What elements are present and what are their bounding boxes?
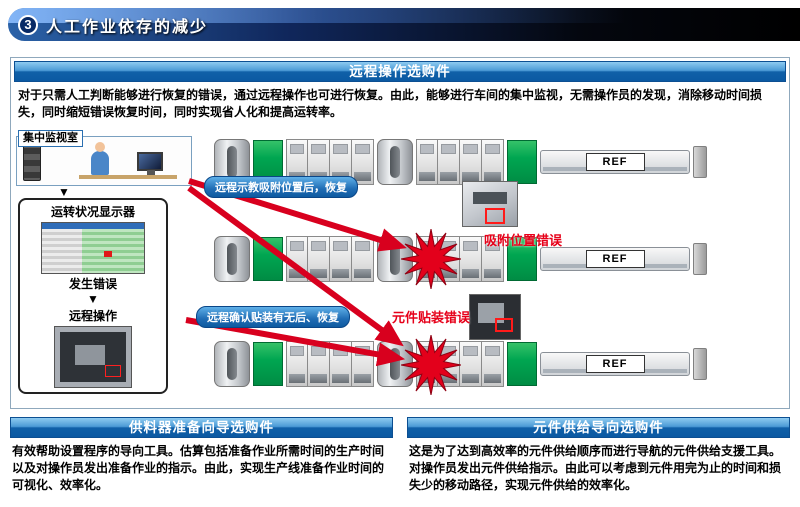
operator-figure-icon: [91, 141, 109, 175]
machine-module: [482, 235, 504, 282]
ref-conveyor: REF: [540, 149, 690, 174]
section-number-badge: 3: [18, 14, 38, 35]
machine-module: [352, 235, 374, 282]
remote-operation-screenshot-thumbnail: [54, 325, 132, 388]
green-machine-unit: [507, 341, 537, 386]
machine-module: [352, 138, 374, 185]
monitor-room-label: 集中监视室: [18, 129, 83, 147]
machine-module: [330, 235, 352, 282]
line-endcap: [693, 242, 707, 275]
machine-module: [416, 138, 438, 185]
machine-module-group: [286, 138, 374, 185]
mount-error-photo: [469, 293, 521, 340]
ref-conveyor: REF: [540, 246, 690, 271]
machine-module: [460, 138, 482, 185]
status-screenshot-thumbnail: [41, 221, 145, 274]
line-endcap: [693, 145, 707, 178]
remote-section-text: 对于只需人工判断能够进行恢复的错误，通过远程操作也可进行恢复。由此，能够进行车间…: [18, 88, 763, 120]
page-header: 3 人工作业依存的减少: [8, 8, 800, 41]
error-starburst: [401, 334, 461, 395]
remote-operation-label: 远程操作: [68, 308, 117, 323]
ref-label: REF: [585, 249, 645, 268]
machine-module: [308, 235, 330, 282]
desk-icon: [79, 174, 177, 179]
machine-module: [438, 138, 460, 185]
feeder-section-header: 供料器准备向导选购件: [10, 417, 393, 438]
ref-conveyor: REF: [540, 351, 690, 376]
error-occurred-label: 发生错误: [68, 276, 117, 291]
machine-module: [286, 235, 308, 282]
page-title: 人工作业依存的减少: [46, 18, 209, 36]
ref-label: REF: [585, 152, 645, 171]
machine-module: [482, 138, 504, 185]
machine-module-group: [286, 340, 374, 387]
monitoring-room-illustration: [16, 135, 192, 186]
green-machine-unit: [507, 236, 537, 281]
down-arrow-icon: ▼: [58, 184, 70, 199]
loader-unit: [214, 235, 250, 282]
supply-section-text: 这是为了达到高效率的元件供给顺序而进行导航的元件供给支援工具。对操作员发出元件供…: [409, 444, 782, 493]
machine-module: [460, 340, 482, 387]
machine-module: [308, 340, 330, 387]
green-machine-unit: [253, 341, 283, 386]
remote-operation-section: 远程操作选购件 对于只需人工判断能够进行恢复的错误，通过远程操作也可进行恢复。由…: [10, 57, 790, 409]
server-tower-icon: [23, 140, 41, 181]
machine-module-group: [286, 235, 374, 282]
mount-error-label: 元件贴装错误: [392, 309, 471, 325]
loader-unit: [214, 340, 250, 387]
pickup-error-photo: [462, 180, 518, 227]
callout-mount-recovery: 远程确认贴装有无后、恢复: [196, 305, 350, 328]
status-display-box: 运转状况显示器 发生错误 ▼ 远程操作: [18, 197, 168, 394]
callout-pickup-recovery: 远程示教吸附位置后，恢复: [204, 175, 358, 198]
bottom-sections: 供料器准备向导选购件 有效帮助设置程序的导向工具。估算包括准备作业所需时间的生产…: [10, 417, 790, 494]
remote-section-header: 远程操作选购件: [14, 61, 786, 82]
feeder-section-text: 有效帮助设置程序的导向工具。估算包括准备作业所需时间的生产时间以及对操作员发出准…: [12, 444, 385, 493]
pickup-error-label: 吸附位置错误: [484, 232, 563, 248]
machine-module-group: [416, 138, 504, 185]
green-machine-unit: [253, 236, 283, 281]
supply-section-header: 元件供给导向选购件: [407, 417, 790, 438]
machine-module: [352, 340, 374, 387]
loader-unit: [377, 138, 413, 185]
status-display-label: 运转状况显示器: [50, 204, 135, 219]
remote-operation-diagram: 集中监视室 ▼ 运转状况显示器 发生错误 ▼ 远程操作 REF: [14, 124, 786, 396]
feeder-guide-section: 供料器准备向导选购件 有效帮助设置程序的导向工具。估算包括准备作业所需时间的生产…: [10, 417, 393, 494]
ref-label: REF: [585, 354, 645, 373]
machine-module: [286, 340, 308, 387]
supply-guide-section: 元件供给导向选购件 这是为了达到高效率的元件供给顺序而进行导航的元件供给支援工具…: [407, 417, 790, 494]
machine-module: [482, 340, 504, 387]
line-endcap: [693, 347, 707, 380]
down-arrow-icon: ▼: [87, 291, 99, 306]
machine-module: [460, 235, 482, 282]
error-starburst: [401, 228, 461, 289]
monitor-icon: [137, 151, 163, 175]
green-machine-unit: [507, 139, 537, 184]
machine-module: [330, 340, 352, 387]
